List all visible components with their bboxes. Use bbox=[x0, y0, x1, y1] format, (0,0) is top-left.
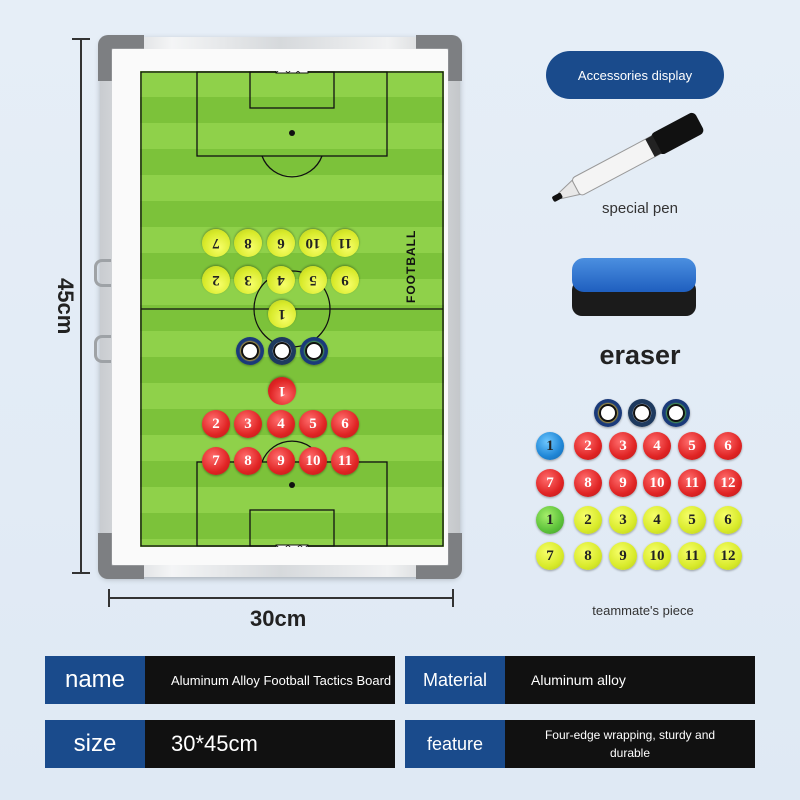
hanging-ring-upper bbox=[94, 259, 111, 287]
height-dimension-line bbox=[80, 38, 82, 574]
accessory-piece-red: 3 bbox=[609, 432, 637, 460]
eraser-top bbox=[572, 258, 696, 292]
ball-icon bbox=[599, 404, 617, 422]
board-surface: FOOTBALL 7 8 6 10 11 2 3 4 5 9 1 1 2 3 4… bbox=[112, 49, 448, 565]
accessory-piece-yellow: 5 bbox=[678, 506, 706, 534]
spec-name-row: name Aluminum Alloy Football Tactics Boa… bbox=[45, 656, 395, 704]
spec-feature-row: feature Four-edge wrapping, sturdy and d… bbox=[405, 720, 755, 768]
accessory-ball-right bbox=[662, 399, 690, 427]
accessory-piece-yellow: 6 bbox=[714, 506, 742, 534]
spec-material-row: Material Aluminum alloy bbox=[405, 656, 755, 704]
ball-marker-center[interactable] bbox=[268, 337, 296, 365]
yellow-piece[interactable]: 9 bbox=[331, 266, 359, 294]
yellow-piece[interactable]: 3 bbox=[234, 266, 262, 294]
ball-icon bbox=[667, 404, 685, 422]
ball-marker-left[interactable] bbox=[236, 337, 264, 365]
accessory-piece-red: 4 bbox=[643, 432, 671, 460]
red-piece[interactable]: 6 bbox=[331, 410, 359, 438]
red-piece[interactable]: 9 bbox=[267, 447, 295, 475]
spec-size-row: size 30*45cm bbox=[45, 720, 395, 768]
accessory-piece-yellow: 9 bbox=[609, 542, 637, 570]
red-piece[interactable]: 11 bbox=[331, 447, 359, 475]
spec-name-label: name bbox=[45, 656, 145, 704]
ball-icon bbox=[241, 342, 259, 360]
yellow-piece[interactable]: 10 bbox=[299, 229, 327, 257]
spec-material-label: Material bbox=[405, 656, 505, 704]
accessory-piece-red: 9 bbox=[609, 469, 637, 497]
red-piece[interactable]: 7 bbox=[202, 447, 230, 475]
spec-feature-label: feature bbox=[405, 720, 505, 768]
special-pen-caption: special pen bbox=[602, 200, 678, 217]
red-piece[interactable]: 10 bbox=[299, 447, 327, 475]
accessory-piece-red: 12 bbox=[714, 469, 742, 497]
width-dimension-label: 30cm bbox=[250, 606, 307, 631]
teammate-piece-caption: teammate's piece bbox=[592, 603, 694, 618]
ball-icon bbox=[633, 404, 651, 422]
ball-icon bbox=[273, 342, 291, 360]
accessory-piece-yellow: 7 bbox=[536, 542, 564, 570]
red-goalkeeper-piece[interactable]: 1 bbox=[268, 377, 296, 405]
accessory-piece-blue: 1 bbox=[536, 432, 564, 460]
accessory-piece-yellow: 11 bbox=[678, 542, 706, 570]
hanging-ring-lower bbox=[94, 335, 111, 363]
accessory-piece-yellow: 12 bbox=[714, 542, 742, 570]
eraser-caption: eraser bbox=[599, 340, 681, 370]
accessory-ball-left bbox=[594, 399, 622, 427]
accessories-display-button[interactable]: Accessories display bbox=[546, 51, 724, 99]
accessory-piece-red: 10 bbox=[643, 469, 671, 497]
red-piece[interactable]: 3 bbox=[234, 410, 262, 438]
accessory-piece-red: 5 bbox=[678, 432, 706, 460]
yellow-piece[interactable]: 5 bbox=[299, 266, 327, 294]
spec-material-value: Aluminum alloy bbox=[505, 656, 755, 704]
spec-feature-value: Four-edge wrapping, sturdy and durable bbox=[505, 720, 755, 768]
width-dimension-line bbox=[108, 597, 454, 599]
accessory-piece-yellow: 8 bbox=[574, 542, 602, 570]
width-dimension-cap-left bbox=[108, 589, 110, 607]
accessory-piece-red: 11 bbox=[678, 469, 706, 497]
yellow-piece[interactable]: 11 bbox=[331, 229, 359, 257]
yellow-goalkeeper-piece[interactable]: 1 bbox=[268, 300, 296, 328]
ball-icon bbox=[305, 342, 323, 360]
accessory-piece-green: 1 bbox=[536, 506, 564, 534]
ball-marker-right[interactable] bbox=[300, 337, 328, 365]
red-piece[interactable]: 2 bbox=[202, 410, 230, 438]
accessory-ball-center bbox=[628, 399, 656, 427]
football-side-label: FOOTBALL bbox=[404, 229, 418, 303]
red-piece[interactable]: 5 bbox=[299, 410, 327, 438]
eraser-icon bbox=[572, 258, 696, 320]
accessory-piece-red: 8 bbox=[574, 469, 602, 497]
width-dimension-cap-right bbox=[452, 589, 454, 607]
marker-pen-icon bbox=[552, 112, 704, 202]
yellow-piece[interactable]: 8 bbox=[234, 229, 262, 257]
red-piece[interactable]: 4 bbox=[267, 410, 295, 438]
yellow-piece[interactable]: 4 bbox=[267, 266, 295, 294]
yellow-piece[interactable]: 6 bbox=[267, 229, 295, 257]
accessory-piece-yellow: 4 bbox=[643, 506, 671, 534]
accessory-piece-red: 6 bbox=[714, 432, 742, 460]
height-dimension-cap-bottom bbox=[72, 572, 90, 574]
height-dimension-label: 45cm bbox=[53, 278, 78, 335]
accessory-piece-red: 7 bbox=[536, 469, 564, 497]
tactics-board: FOOTBALL 7 8 6 10 11 2 3 4 5 9 1 1 2 3 4… bbox=[94, 35, 462, 579]
accessory-piece-yellow: 10 bbox=[643, 542, 671, 570]
yellow-piece[interactable]: 7 bbox=[202, 229, 230, 257]
height-dimension-cap-top bbox=[72, 38, 90, 40]
yellow-piece[interactable]: 2 bbox=[202, 266, 230, 294]
spec-name-value: Aluminum Alloy Football Tactics Board bbox=[145, 656, 395, 704]
accessory-piece-yellow: 3 bbox=[609, 506, 637, 534]
red-piece[interactable]: 8 bbox=[234, 447, 262, 475]
spec-size-label: size bbox=[45, 720, 145, 768]
accessory-piece-red: 2 bbox=[574, 432, 602, 460]
football-pitch: FOOTBALL 7 8 6 10 11 2 3 4 5 9 1 1 2 3 4… bbox=[140, 71, 444, 547]
accessory-piece-yellow: 2 bbox=[574, 506, 602, 534]
spec-size-value: 30*45cm bbox=[145, 720, 395, 768]
